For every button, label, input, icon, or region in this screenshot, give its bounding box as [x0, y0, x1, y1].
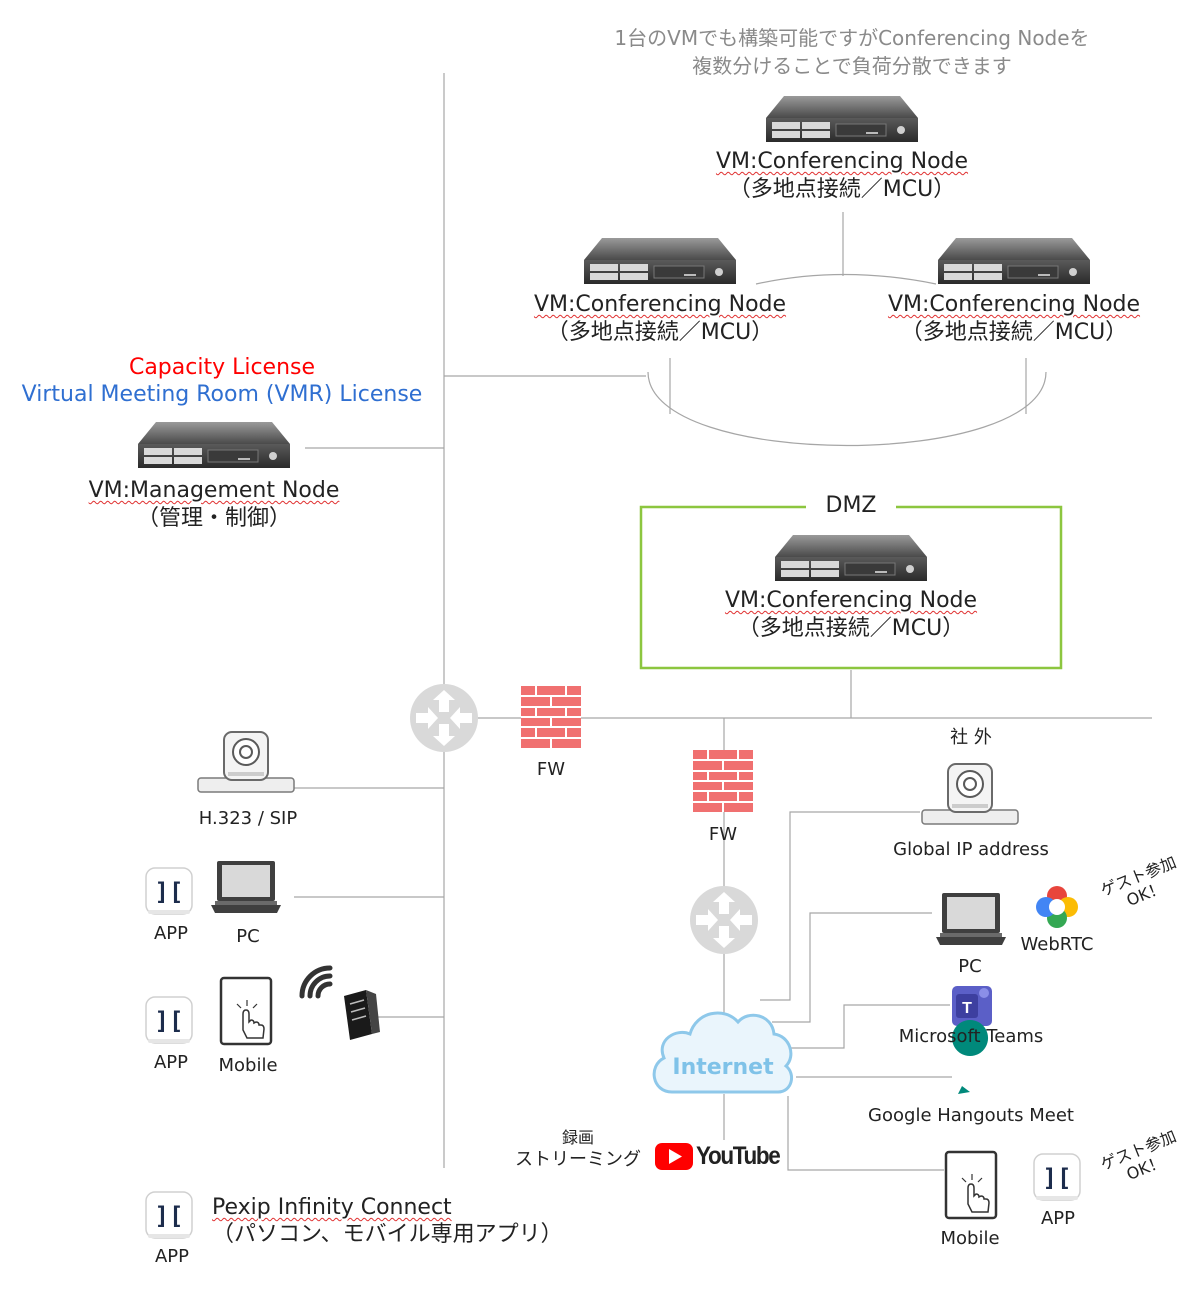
external-pexip-app-icon	[1033, 1153, 1081, 1201]
dmz-node-title: VM:Conferencing Node	[724, 588, 978, 613]
pexip-app-label: APP	[154, 1246, 190, 1267]
mobile-label: Mobile	[218, 1055, 278, 1076]
internet-cloud-icon	[652, 1011, 794, 1094]
laptop-icon	[211, 861, 281, 913]
load-balance-note-line-2: 複数分けることで負荷分散できます	[692, 54, 1012, 78]
connection-lines	[292, 73, 1152, 1171]
dmz-node-subtitle: （多地点接続／MCU）	[737, 616, 965, 641]
firewall-label: FW	[708, 824, 738, 845]
pexip-title: Pexip Infinity Connect	[212, 1195, 452, 1220]
wifi-icon	[299, 965, 333, 999]
pc-label: PC	[236, 926, 260, 947]
youtube-logo	[655, 1143, 693, 1170]
youtube-wordmark: YouTube	[696, 1142, 781, 1170]
capacity-license-label: Capacity License	[128, 355, 316, 380]
firewall-label: FW	[536, 759, 566, 780]
h323-sip-label: H.323 / SIP	[198, 808, 298, 829]
pexip-app-icon	[145, 867, 193, 915]
management-node-subtitle: （管理・制御）	[136, 506, 292, 531]
conferencing-node-title: VM:Conferencing Node	[715, 149, 969, 174]
external-app-label: APP	[1040, 1208, 1076, 1229]
external-tablet-touch-icon	[944, 1150, 998, 1220]
core-router-icon	[410, 684, 478, 752]
conferencing-node-title: VM:Conferencing Node	[533, 292, 787, 317]
streaming-label: ストリーミング	[515, 1149, 641, 1170]
dmz-label: DMZ	[825, 493, 877, 518]
vmr-license-label: Virtual Meeting Room (VMR) License	[21, 382, 423, 407]
app-label: APP	[153, 923, 189, 944]
google-hangouts-meet-label: Google Hangouts Meet	[868, 1105, 1074, 1126]
pexip-app-icon	[145, 1191, 193, 1239]
management-node-title: VM:Management Node	[88, 478, 340, 503]
conferencing-node-server-icon	[583, 237, 737, 285]
management-node-server-icon	[137, 421, 291, 469]
app-label: APP	[153, 1052, 189, 1073]
pexip-app-icon	[145, 996, 193, 1044]
external-laptop-icon	[936, 893, 1006, 945]
conferencing-node-subtitle: （多地点接続／MCU）	[546, 320, 774, 345]
edge-router-icon	[690, 886, 758, 954]
access-point-icon	[344, 990, 380, 1040]
global-video-camera-icon	[921, 763, 1019, 825]
external-label: 社 外	[950, 727, 992, 748]
microsoft-teams-label: Microsoft Teams	[898, 1026, 1044, 1047]
firewall-icon	[520, 685, 582, 749]
pexip-subtitle: （パソコン、モバイル専用アプリ）	[212, 1222, 563, 1247]
external-mobile-label: Mobile	[940, 1228, 1000, 1249]
load-balance-note-line-1: 1台のVMでも構築可能ですがConferencing Nodeを	[614, 26, 1090, 50]
external-pc-label: PC	[958, 956, 982, 977]
webrtc-label: WebRTC	[1020, 934, 1094, 955]
video-conference-camera-icon	[197, 731, 295, 793]
conferencing-node-title: VM:Conferencing Node	[887, 292, 1141, 317]
internet-label: Internet	[672, 1055, 774, 1080]
conferencing-node-server-icon	[937, 237, 1091, 285]
dmz-zone	[639, 505, 1063, 670]
google-hangouts-meet-icon	[952, 1020, 989, 1094]
conferencing-node-server-icon	[765, 95, 919, 143]
conferencing-node-subtitle: （多地点接続／MCU）	[900, 320, 1128, 345]
tablet-touch-icon	[219, 976, 273, 1046]
dmz-conferencing-node-server-icon	[774, 534, 928, 582]
microsoft-teams-icon: T	[952, 986, 992, 1026]
svg-text:T: T	[962, 1000, 972, 1017]
firewall-icon	[692, 749, 754, 813]
global-ip-label: Global IP address	[893, 839, 1049, 860]
recording-label: 録画	[561, 1128, 595, 1147]
conferencing-node-subtitle: （多地点接続／MCU）	[728, 177, 956, 202]
webrtc-icon	[1036, 886, 1078, 928]
